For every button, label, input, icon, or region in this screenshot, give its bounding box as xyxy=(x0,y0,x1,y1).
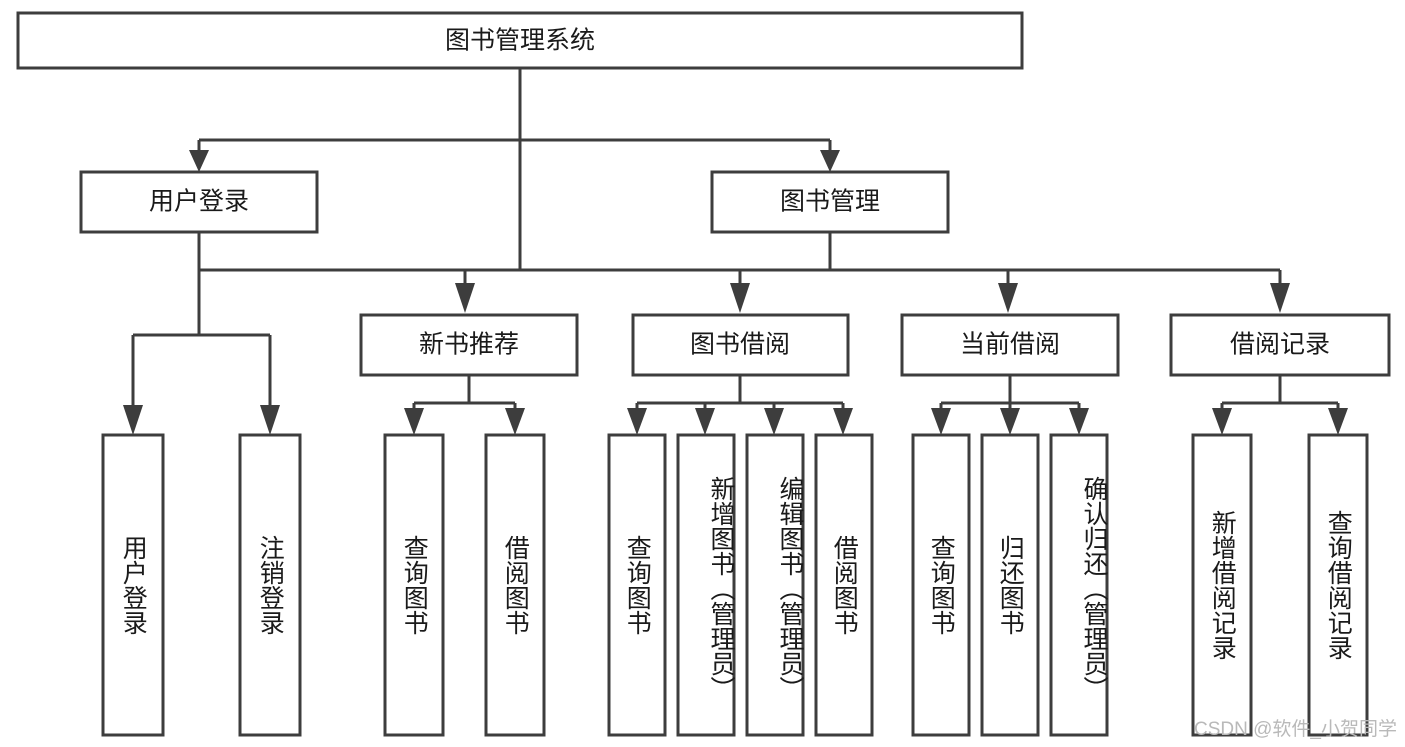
node-label-root: 图书管理系统 xyxy=(445,27,595,55)
connector-layer xyxy=(123,68,1348,435)
arrow-head-borrow-record xyxy=(1270,283,1290,313)
arrow-head-current-borrow xyxy=(998,283,1018,313)
connector-borrow-record-group xyxy=(1212,375,1348,435)
node-label-new-book-rec: 新书推荐 xyxy=(419,331,519,359)
arrow-head-nbr-leaf-2 xyxy=(505,408,525,435)
arrow-head-nbr-leaf-1 xyxy=(404,408,424,435)
node-label-borrow-record: 借阅记录 xyxy=(1230,331,1330,359)
node-box-leaf-cb-2[interactable] xyxy=(980,433,1040,737)
arrow-head-cb-leaf-1 xyxy=(931,408,951,435)
node-box-book-manage[interactable] xyxy=(710,170,950,234)
connector-root-group xyxy=(189,68,840,172)
arrow-head-br-leaf-2 xyxy=(1328,408,1348,435)
arrow-head-bb-leaf-2 xyxy=(695,408,715,435)
arrow-head-book-manage xyxy=(820,150,840,172)
node-box-leaf-br-1[interactable] xyxy=(1191,433,1253,737)
node-box-leaf-bb-4[interactable] xyxy=(814,433,874,737)
arrow-head-user-login xyxy=(189,150,209,172)
node-box-leaf-br-2[interactable] xyxy=(1307,433,1369,737)
arrow-head-cb-leaf-2 xyxy=(1000,408,1020,435)
connector-book-borrow-group xyxy=(627,375,853,435)
node-box-book-borrow[interactable] xyxy=(631,313,850,377)
node-box-leaf-user-login-2[interactable] xyxy=(238,433,302,737)
arrow-head-cb-leaf-3 xyxy=(1069,408,1089,435)
node-layer: 图书管理系统 用户登录 图书管理 新书推荐 图书借阅 当前借阅 借阅记录 xyxy=(16,11,1391,737)
node-label-user-login: 用户登录 xyxy=(149,188,249,216)
connector-user-login-group xyxy=(123,232,280,435)
node-box-leaf-bb-3[interactable] xyxy=(745,433,805,737)
node-label-book-manage: 图书管理 xyxy=(780,188,880,216)
arrow-head-br-leaf-1 xyxy=(1212,408,1232,435)
arrow-head-leaf-user-login-2 xyxy=(260,405,280,435)
node-box-user-login[interactable] xyxy=(79,170,319,234)
connector-new-book-rec-group xyxy=(404,375,525,435)
node-label-current-borrow: 当前借阅 xyxy=(960,331,1060,359)
node-box-leaf-nbr-1[interactable] xyxy=(383,433,445,737)
node-box-new-book-rec[interactable] xyxy=(359,313,579,377)
arrow-head-bb-leaf-4 xyxy=(833,408,853,435)
connector-book-manage-group xyxy=(455,232,1290,313)
node-label-book-borrow: 图书借阅 xyxy=(690,331,790,359)
arrow-head-bb-leaf-3 xyxy=(764,408,784,435)
node-box-leaf-cb-1[interactable] xyxy=(911,433,971,737)
arrow-head-new-book-rec xyxy=(455,283,475,313)
node-box-leaf-user-login-1[interactable] xyxy=(101,433,165,737)
arrow-head-book-borrow xyxy=(730,283,750,313)
node-box-borrow-record[interactable] xyxy=(1169,313,1391,377)
node-box-current-borrow[interactable] xyxy=(900,313,1120,377)
arrow-head-leaf-user-login-1 xyxy=(123,405,143,435)
node-box-root[interactable] xyxy=(16,11,1024,70)
connector-current-borrow-group xyxy=(931,375,1089,435)
arrow-head-bb-leaf-1 xyxy=(627,408,647,435)
node-box-leaf-bb-2[interactable] xyxy=(676,433,736,737)
node-box-leaf-cb-3[interactable] xyxy=(1049,433,1109,737)
node-box-leaf-bb-1[interactable] xyxy=(607,433,667,737)
node-box-leaf-nbr-2[interactable] xyxy=(484,433,546,737)
